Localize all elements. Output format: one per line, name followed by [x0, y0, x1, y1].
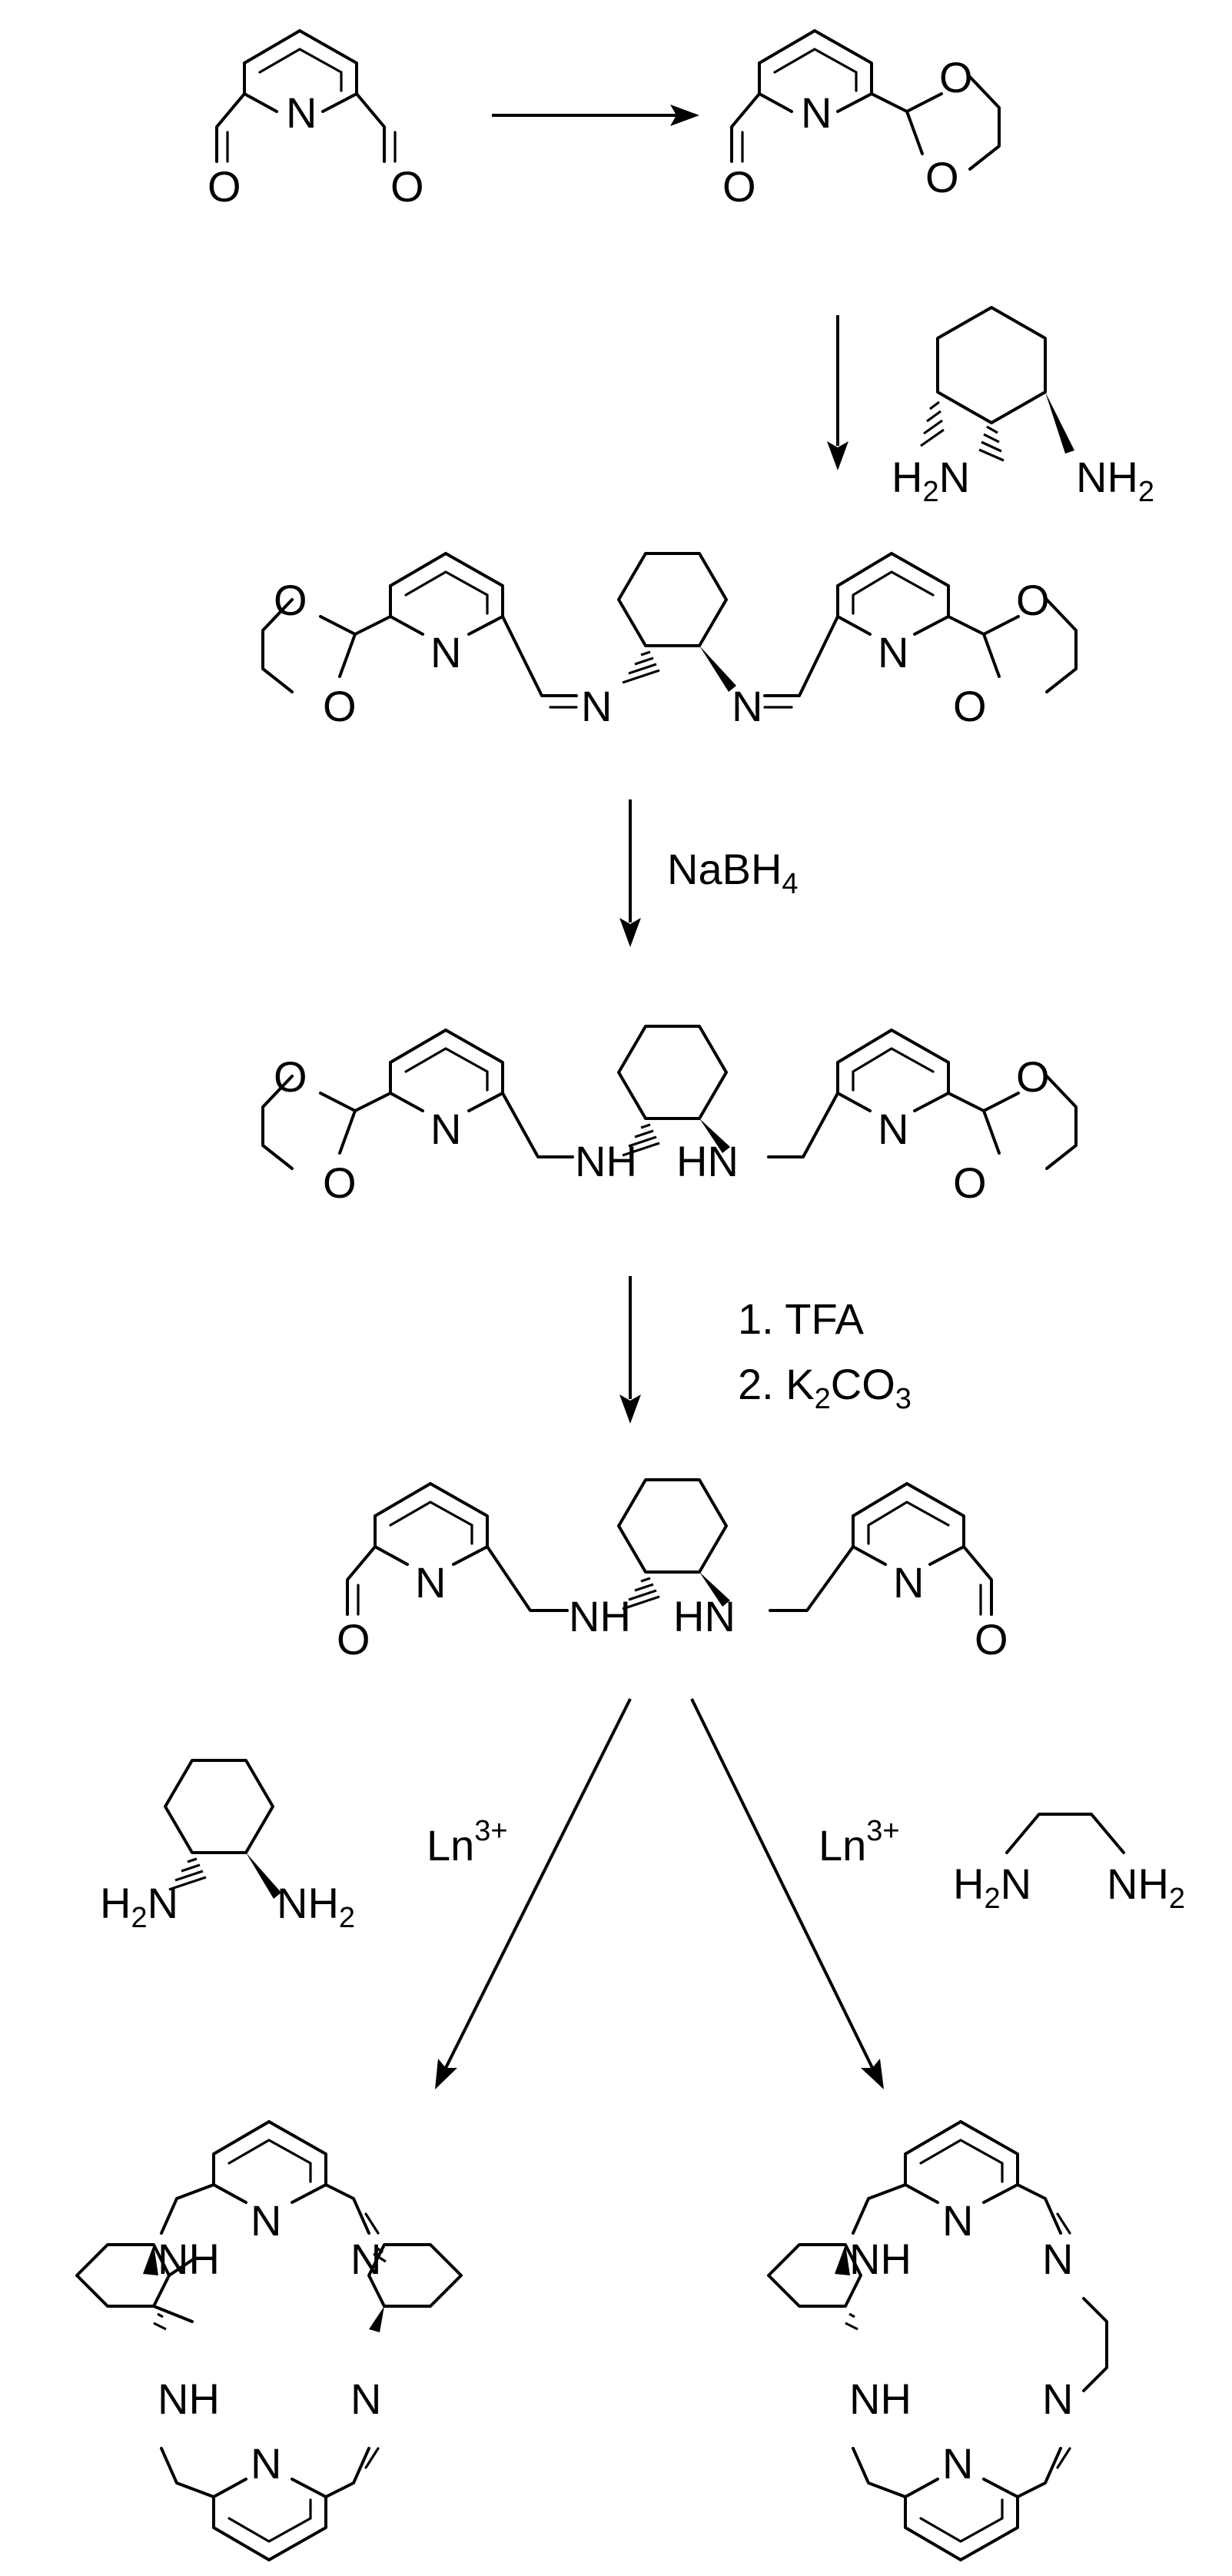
atom-o: O	[939, 53, 973, 101]
atom-o: O	[1016, 1052, 1050, 1101]
reagent-ethylenediamine: H2N NH2	[953, 1813, 1185, 1915]
atom-nh: NH	[569, 1592, 631, 1640]
atom-n: N	[430, 1105, 461, 1153]
reagent-k2co3: 2. K2CO3	[738, 1360, 912, 1415]
atom-n: N	[1042, 2375, 1073, 2423]
arrow-right-branch: Ln3+	[690, 1698, 900, 2089]
atom-n: N	[430, 628, 461, 676]
atom-nh: NH	[158, 2235, 220, 2283]
atom-n: N	[893, 1558, 924, 1607]
arrow-step2	[827, 315, 848, 470]
atom-nh: NH	[158, 2375, 220, 2423]
atom-n: N	[286, 88, 317, 137]
reagent-nabh4: NaBH4	[667, 845, 799, 900]
atom-o: O	[390, 162, 424, 211]
atom-n: N	[732, 682, 762, 730]
atom-o: O	[208, 162, 241, 211]
atom-nh: NH	[575, 1137, 637, 1185]
atom-o: O	[722, 162, 756, 211]
atom-o: O	[323, 1158, 357, 1207]
atom-n: N	[878, 1105, 908, 1153]
atom-hn: HN	[673, 1592, 736, 1640]
atom-o: O	[953, 1158, 987, 1207]
macrocycle-right: N NH N NH N N	[767, 2120, 1108, 2561]
atom-n: N	[251, 2196, 281, 2245]
compound-diimine: N O O N N N O O	[261, 552, 1078, 730]
reagent-h2n: H2N	[892, 453, 970, 508]
reagent-cyclohexanediamine-left: H2N NH2	[100, 1759, 355, 1934]
atom-o: O	[925, 153, 959, 201]
atom-o: O	[274, 1052, 307, 1101]
atom-nh: NH	[849, 2235, 912, 2283]
arrow-step4: 1. TFA 2. K2CO3	[619, 1276, 912, 1424]
atom-o: O	[274, 576, 307, 624]
reagent-nh2: NH2	[1076, 453, 1154, 508]
arrow-step1	[492, 105, 699, 126]
reagent-nh2-right: NH2	[1107, 1860, 1185, 1915]
compound-diamine: N O O NH HN N O O	[261, 1025, 1078, 1207]
atom-n: N	[350, 2235, 381, 2283]
atom-n: N	[942, 2196, 973, 2245]
macrocycle-left: N NH N NH N N	[75, 2120, 463, 2561]
atom-n: N	[251, 2439, 281, 2488]
atom-o: O	[953, 682, 987, 730]
atom-o: O	[337, 1615, 370, 1664]
compound-dialdehyde-diamine: N O NH HN N O	[337, 1478, 1008, 1664]
atom-n: N	[1042, 2235, 1073, 2283]
atom-o: O	[323, 682, 357, 730]
atom-n: N	[801, 88, 832, 137]
reagent-tfa: 1. TFA	[738, 1295, 865, 1343]
reagent-ln-right: Ln3+	[819, 1815, 900, 1870]
atom-o: O	[1016, 576, 1050, 624]
atom-n: N	[350, 2375, 381, 2423]
reagent-h2n-left: H2N	[100, 1879, 178, 1934]
atom-n: N	[415, 1558, 446, 1607]
reagent-nh2-left: NH2	[277, 1879, 355, 1934]
reagent-h2n-right: H2N	[953, 1860, 1031, 1915]
atom-nh: NH	[849, 2375, 912, 2423]
atom-hn: HN	[676, 1137, 739, 1185]
compound-dialdehyde: N O O	[208, 29, 424, 211]
reagent-ln-left: Ln3+	[427, 1815, 508, 1870]
compound-monoacetal: N O O O	[722, 29, 1001, 211]
atom-n: N	[878, 628, 908, 676]
atom-n: N	[942, 2439, 973, 2488]
arrow-left-branch: Ln3+	[427, 1698, 632, 2089]
arrow-step3: NaBH4	[619, 799, 799, 947]
atom-o: O	[975, 1615, 1008, 1664]
atom-n: N	[581, 682, 612, 730]
reagent-cyclohexanediamine: H2N NH2	[892, 306, 1154, 508]
